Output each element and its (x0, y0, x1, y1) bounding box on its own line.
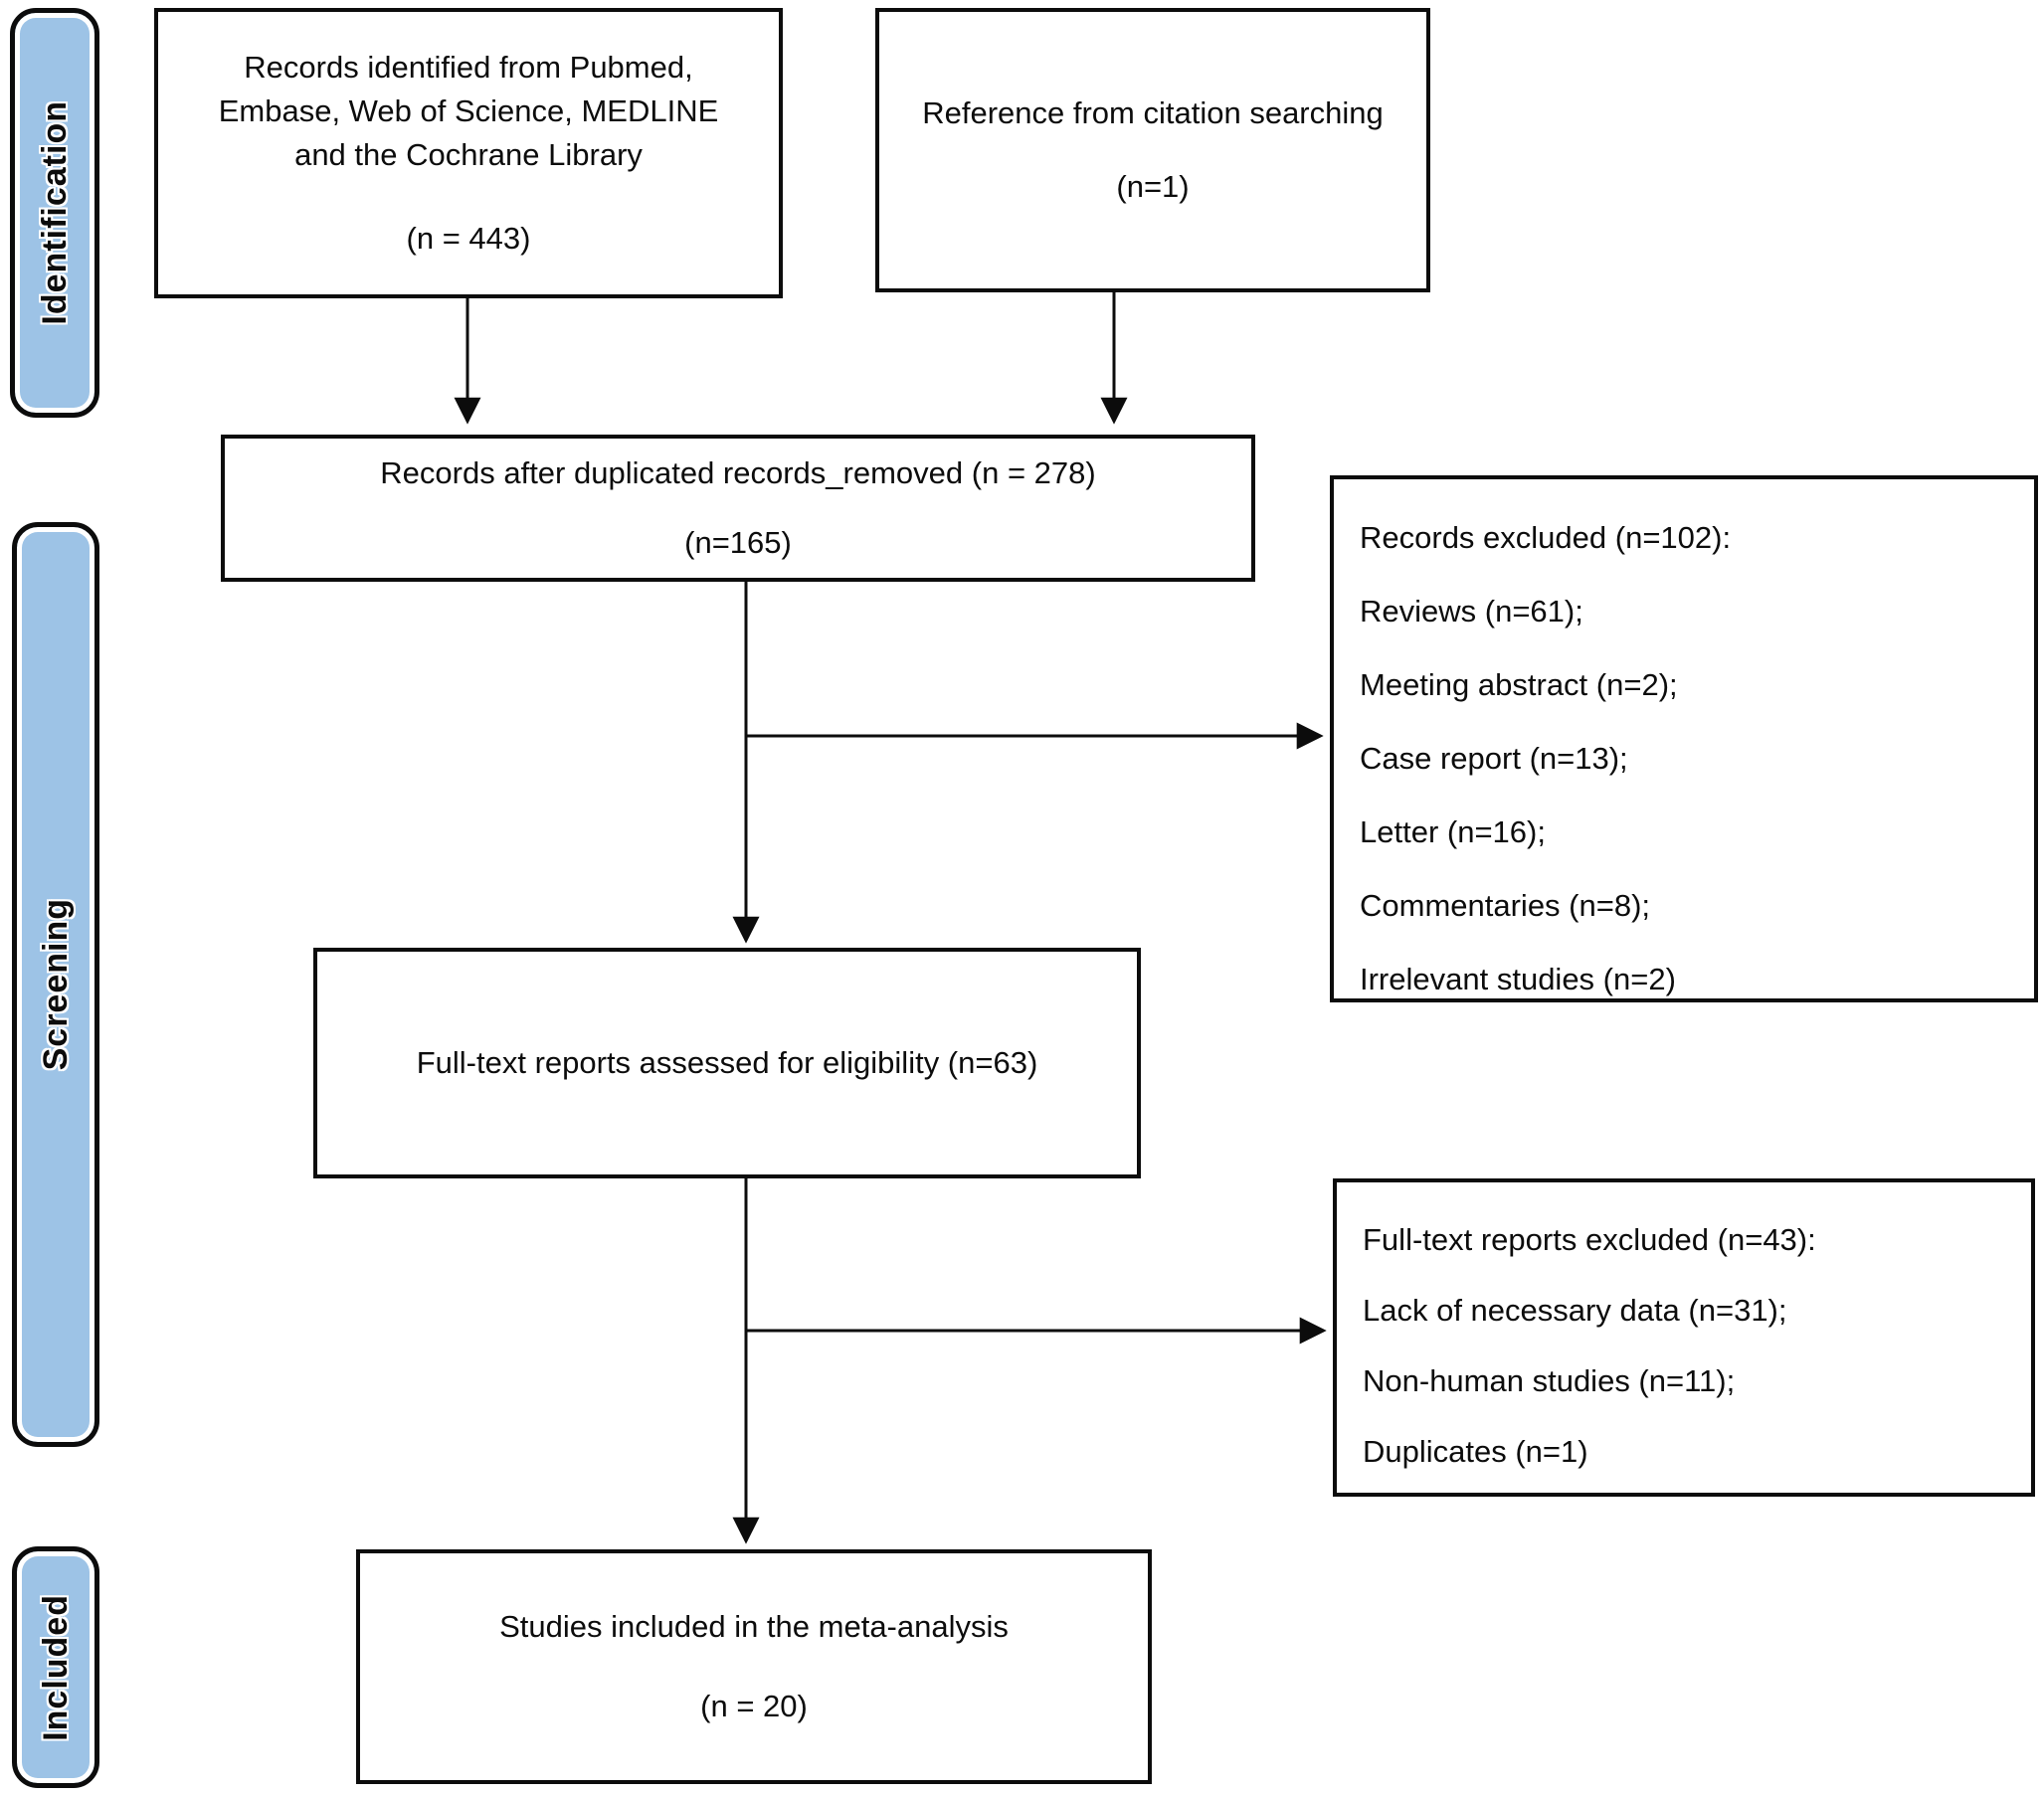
exclusion-reason: Commentaries (n=8); (1360, 888, 1651, 923)
exclusion-reason: Records excluded (n=102): (1360, 520, 1732, 555)
box-fulltext-assessed: Full-text reports assessed for eligibili… (313, 948, 1141, 1178)
exclusion-reason: Meeting abstract (n=2); (1360, 667, 1678, 702)
box-records-excluded: Records excluded (n=102): Reviews (n=61)… (1330, 475, 2038, 1002)
text-line: and the Cochrane Library (294, 137, 643, 172)
text-line: Records identified from Pubmed, (244, 50, 693, 85)
exclusion-reason: Irrelevant studies (n=2) (1360, 962, 1676, 996)
box-records-identified-text: Records identified from Pubmed, Embase, … (219, 46, 719, 177)
text-line: Embase, Web of Science, MEDLINE (218, 93, 719, 128)
exclusion-reason: Full-text reports excluded (n=43): (1363, 1222, 1816, 1257)
text-line: Studies included in the meta-analysis (499, 1609, 1009, 1644)
exclusion-reason: Duplicates (n=1) (1363, 1434, 1588, 1469)
exclusion-reason: Non-human studies (n=11); (1363, 1363, 1736, 1398)
text-line: Full-text reports assessed for eligibili… (416, 1045, 1038, 1080)
text-line: Records after duplicated records_removed… (380, 455, 1096, 490)
exclusion-reason: Lack of necessary data (n=31); (1363, 1293, 1787, 1328)
count-line: (n=1) (1116, 169, 1190, 204)
box-records-identified: Records identified from Pubmed, Embase, … (154, 8, 783, 298)
count-line: (n = 20) (700, 1689, 808, 1723)
stage-label-included: Included (12, 1546, 99, 1788)
exclusion-reason: Letter (n=16); (1360, 814, 1546, 849)
box-fulltext-excluded: Full-text reports excluded (n=43): Lack … (1333, 1178, 2035, 1497)
count-line: (n = 443) (406, 221, 531, 256)
stage-label-identification-text: Identification (35, 100, 74, 325)
text-line: Reference from citation searching (922, 95, 1384, 130)
count-line: (n=165) (684, 525, 792, 560)
exclusion-reason: Case report (n=13); (1360, 741, 1628, 776)
stage-label-identification: Identification (10, 8, 99, 418)
box-studies-included: Studies included in the meta-analysis (n… (356, 1549, 1152, 1784)
stage-label-screening-text: Screening (36, 898, 75, 1071)
exclusion-reason: Reviews (n=61); (1360, 594, 1583, 629)
box-records-after-dedup: Records after duplicated records_removed… (221, 435, 1255, 582)
stage-label-included-text: Included (36, 1593, 75, 1741)
box-citation-reference: Reference from citation searching (n=1) (875, 8, 1430, 292)
stage-label-screening: Screening (12, 522, 99, 1447)
